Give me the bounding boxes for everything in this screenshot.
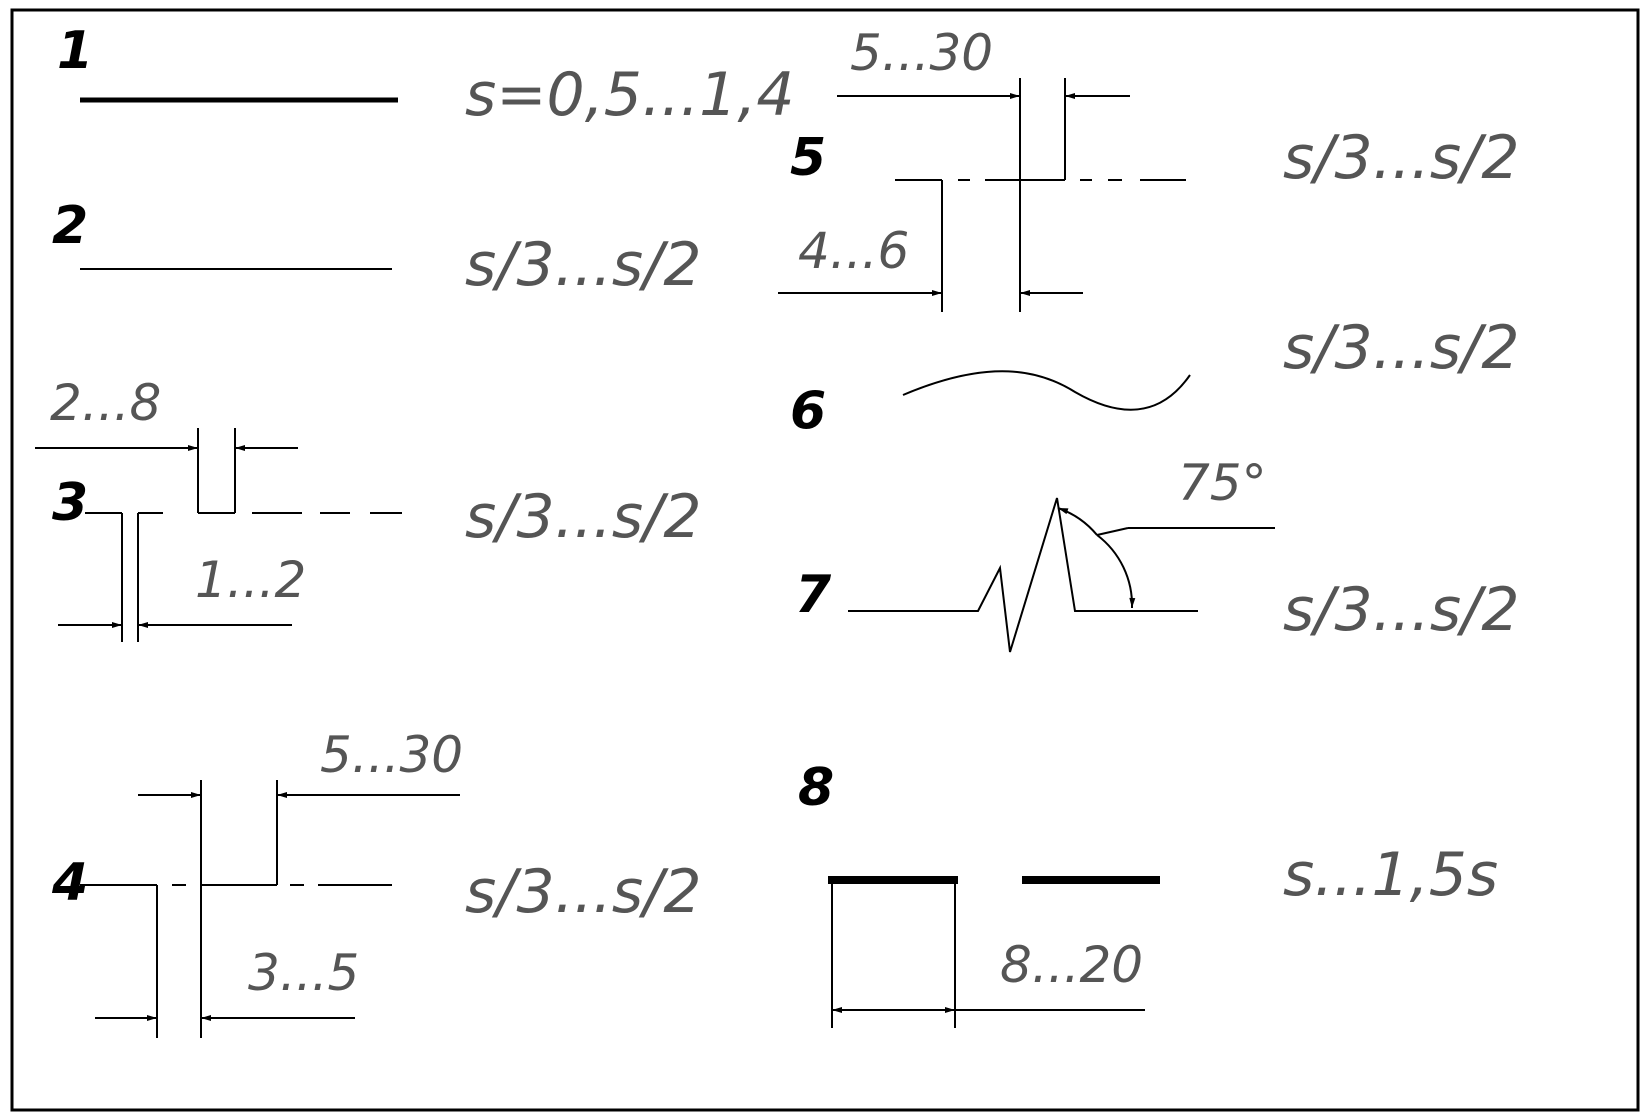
line-type-1: 1 s=0,5...1,4 [57,21,795,130]
line-7-thickness: s/3...s/2 [1283,575,1520,645]
line-5-dimension-gap: 4...6 [778,180,1083,312]
line-7-number: 7 [795,565,832,625]
line-type-2: 2 s/3...s/2 [52,196,702,300]
line-7-sample [848,497,1198,653]
line-4-dash-length: 5...30 [320,726,463,784]
line-5-dash-length: 5...30 [850,24,993,82]
line-5-number: 5 [790,128,826,188]
drawing-frame [10,8,1640,1112]
line-4-gap-length: 3...5 [248,944,359,1002]
line-3-dimension-gap: 1...2 [58,513,306,642]
line-5-gap-length: 4...6 [798,222,909,280]
line-3-dash-length: 2...8 [50,374,161,432]
line-7-angle: 75° [1178,454,1267,512]
line-4-number: 4 [51,853,88,913]
line-8-dimension: 8...20 [831,880,1145,1028]
line-type-6: 6 s/3...s/2 [790,313,1520,441]
line-type-3: 3 2...8 1...2 s/3...s/2 [35,374,702,642]
line-6-thickness: s/3...s/2 [1283,313,1520,383]
line-8-length: 8...20 [1000,936,1143,994]
line-type-4: 4 5...30 3...5 s/3...s/2 [51,726,702,1038]
line-4-dimension-dash: 5...30 [138,726,463,1038]
line-1-number: 1 [57,21,93,81]
line-5-thickness: s/3...s/2 [1283,123,1520,193]
line-6-sample [902,370,1191,411]
line-8-thickness: s...1,5s [1283,840,1498,910]
line-2-number: 2 [52,196,88,256]
line-4-dimension-gap: 3...5 [95,885,359,1038]
line-4-thickness: s/3...s/2 [465,857,702,927]
line-6-number: 6 [790,381,826,441]
line-8-number: 8 [798,758,834,818]
line-2-thickness: s/3...s/2 [465,230,702,300]
line-3-dimension-dash: 2...8 [35,374,298,513]
line-1-thickness: s=0,5...1,4 [465,60,795,130]
line-type-8: 8 8...20 s...1,5s [798,758,1498,1028]
line-3-number: 3 [52,473,88,533]
line-type-5: 5 5...30 4...6 s/3...s/2 [778,24,1520,312]
line-5-dimension-dash: 5...30 [837,24,1130,312]
line-7-angle-dimension: 75° [1057,454,1275,609]
line-3-thickness: s/3...s/2 [465,482,702,552]
line-3-gap-length: 1...2 [195,551,306,609]
line-type-7: 7 75° s/3...s/2 [795,454,1520,653]
